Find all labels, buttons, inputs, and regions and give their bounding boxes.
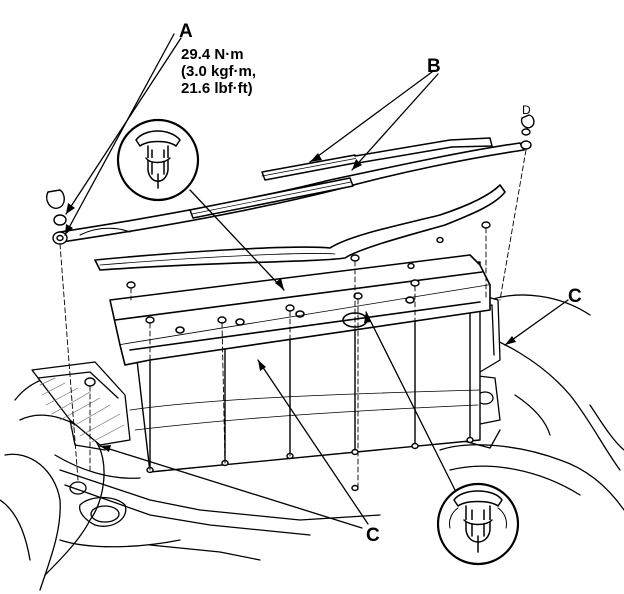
leader-b-to-strip-lower [351, 73, 439, 171]
leader-detail-bottom [365, 311, 456, 491]
upper-radiator-support [109, 254, 491, 366]
leader-detail-top [189, 189, 285, 291]
torque-specification: 29.4 N·m (3.0 kgf·m, 21.6 lbf·ft) [181, 46, 256, 97]
leader-arrowheads [65, 153, 516, 452]
clip-detail-circle-top [116, 118, 200, 202]
leader-c-right [504, 299, 569, 346]
callout-b-label: B [427, 56, 441, 77]
leader-a-to-bolt [64, 33, 175, 236]
clip-detail-circle-bottom [436, 482, 520, 566]
bumper-upper-beam [94, 184, 506, 271]
torque-kgf-meters: (3.0 kgf·m, [181, 63, 257, 80]
leader-c-bottom-left [99, 445, 363, 529]
left-bracket-hatching [39, 377, 125, 443]
leader-c-bottom-right [257, 359, 369, 525]
torque-lbf-feet: 21.6 lbf·ft) [181, 80, 253, 97]
leader-b-to-strip-upper [309, 71, 433, 163]
seal-strips [189, 137, 493, 219]
leader-lines [64, 33, 569, 529]
callout-a-label: A [179, 21, 193, 42]
callout-d-label: D [522, 103, 531, 117]
torque-newton-meters: 29.4 N·m [181, 46, 244, 63]
left-body-structure [0, 361, 381, 591]
alignment-guide-lines [59, 149, 527, 489]
mounting-bolts [46, 114, 535, 492]
callout-c-bottom-label: C [366, 525, 380, 546]
callout-c-right-label: C [568, 286, 582, 307]
